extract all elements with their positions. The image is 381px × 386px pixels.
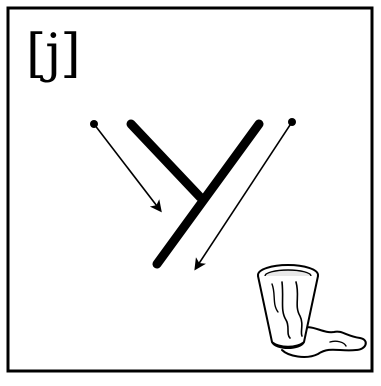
letter-y-glyph <box>131 124 259 264</box>
spilled-cup-icon <box>258 265 366 357</box>
y-right-stroke <box>157 124 259 264</box>
arrow-1 <box>94 124 160 210</box>
phoneme-label: [j] <box>26 24 80 84</box>
